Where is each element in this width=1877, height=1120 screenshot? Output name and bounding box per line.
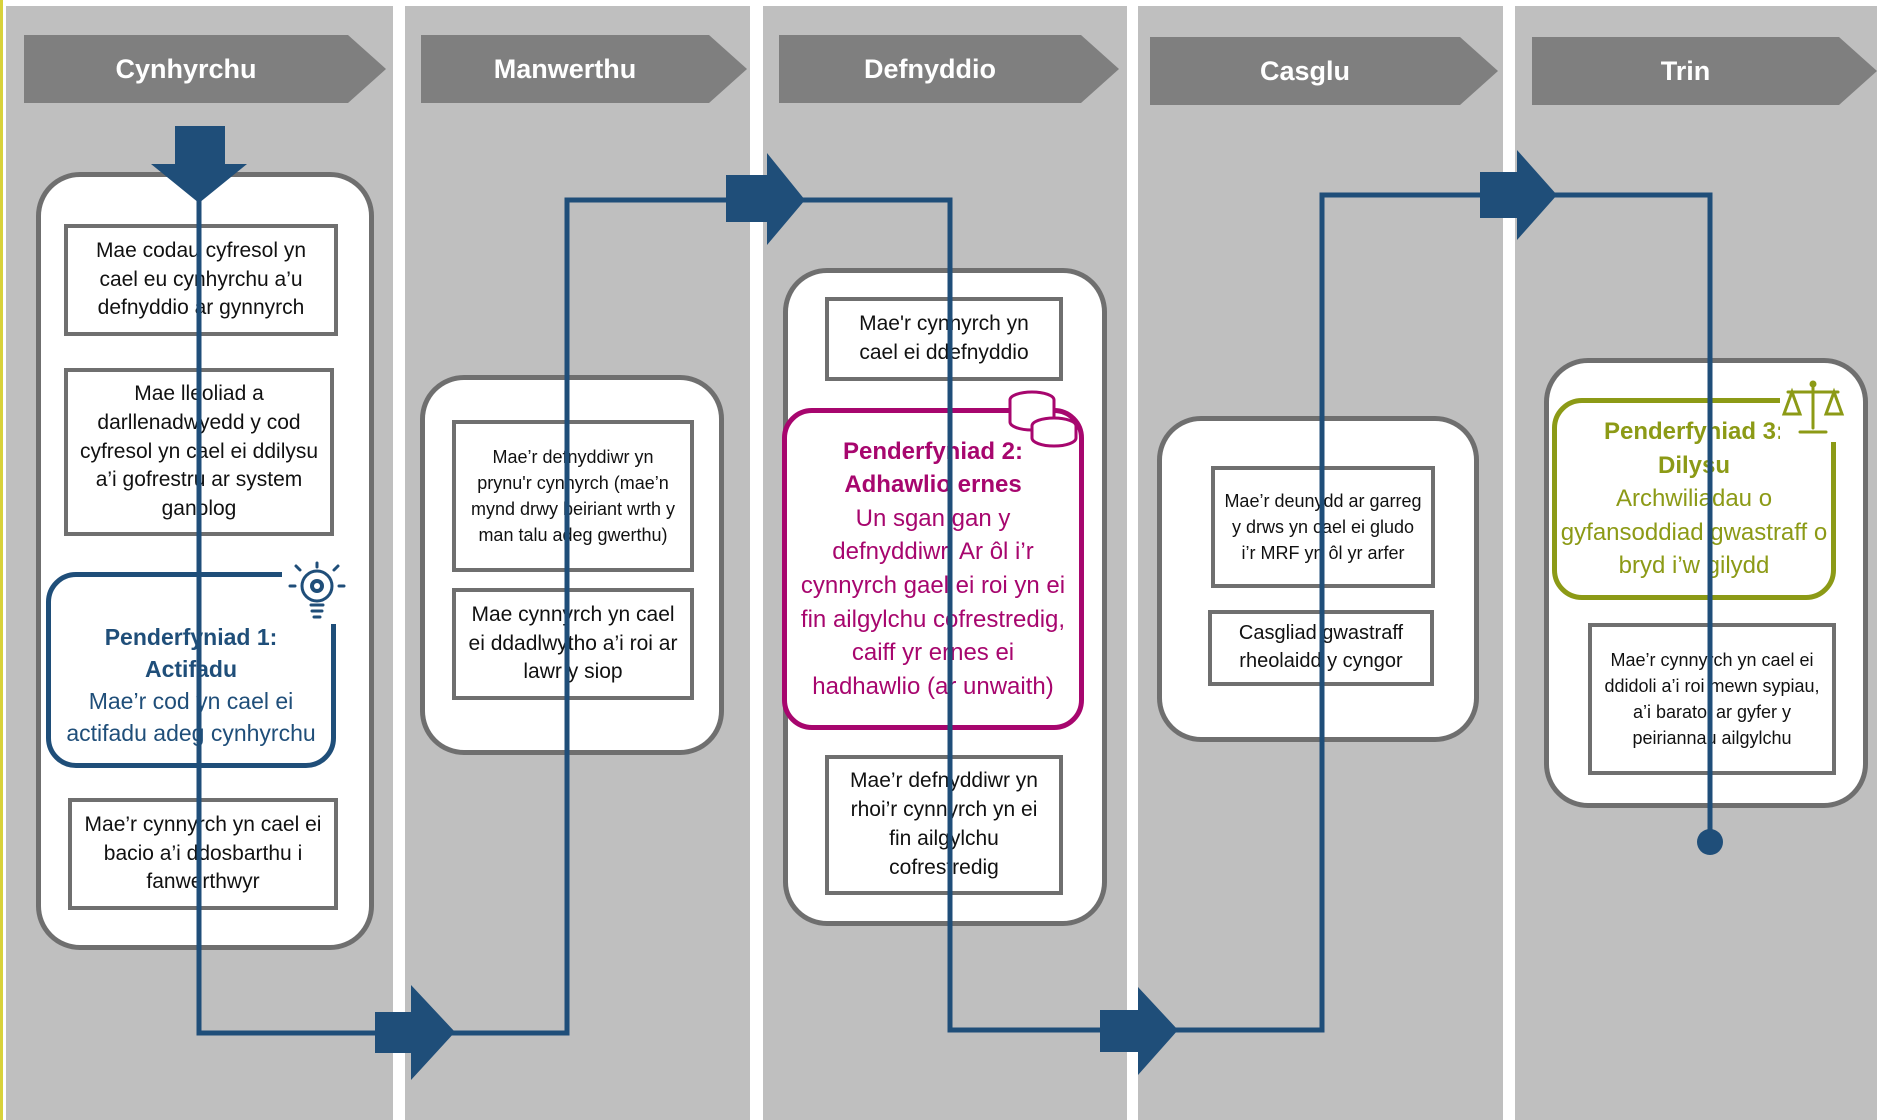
scales-icon xyxy=(1780,378,1846,442)
stage-header-trin: Trin xyxy=(1532,37,1877,105)
step-packed-distributed: Mae’r cynnyrch yn cael ei bacio a’i ddos… xyxy=(68,798,338,910)
stage-header-casglu: Casglu xyxy=(1150,37,1498,105)
step-sorted-baled: Mae’r cynnyrch yn cael ei ddidoli a’i ro… xyxy=(1588,623,1836,775)
stage-header-manwerthu: Manwerthu xyxy=(421,35,747,103)
stage-header-defnyddio: Defnyddio xyxy=(779,35,1119,103)
step-code-verified: Mae lleoliad a darllenadwyedd y cod cyfr… xyxy=(64,368,334,536)
step-unloaded-shelved: Mae cynnyrch yn cael ei ddadlwytho a’i r… xyxy=(452,588,694,700)
coins-icon xyxy=(1000,386,1082,452)
step-council-collection: Casgliad gwastraff rheolaidd y cyngor xyxy=(1208,610,1434,686)
lightbulb-gear-icon xyxy=(282,560,352,624)
decision-3-text: Archwiliadau o gyfansoddiad gwastraff o … xyxy=(1560,485,1828,580)
left-border-rule xyxy=(0,0,3,1120)
decision-1-title: Penderfyniad 1: Actifadu xyxy=(104,623,278,682)
decision-2-text: Un sgan gan y defnyddiwr. Ar ôl i’r cynn… xyxy=(800,504,1066,700)
step-consumer-buys: Mae’r defnyddiwr yn prynu'r cynnyrch (ma… xyxy=(452,420,694,572)
step-product-used: Mae'r cynnyrch yn cael ei ddefnyddio xyxy=(825,297,1063,381)
stage-header-cynhyrchu: Cynhyrchu xyxy=(24,35,386,103)
decision-1-text: Mae’r cod yn cael ei actifadu adeg cynhy… xyxy=(66,688,316,747)
step-placed-in-bin: Mae’r defnyddiwr yn rhoi’r cynnyrch yn e… xyxy=(825,755,1063,895)
step-kerbside-to-mrf: Mae’r deunydd ar garreg y drws yn cael e… xyxy=(1211,466,1435,588)
step-codes-generated: Mae codau cyfresol yn cael eu cynhyrchu … xyxy=(64,224,338,336)
decision-2-box: Penderfyniad 2: Adhawlio ernes Un sgan g… xyxy=(782,408,1084,730)
